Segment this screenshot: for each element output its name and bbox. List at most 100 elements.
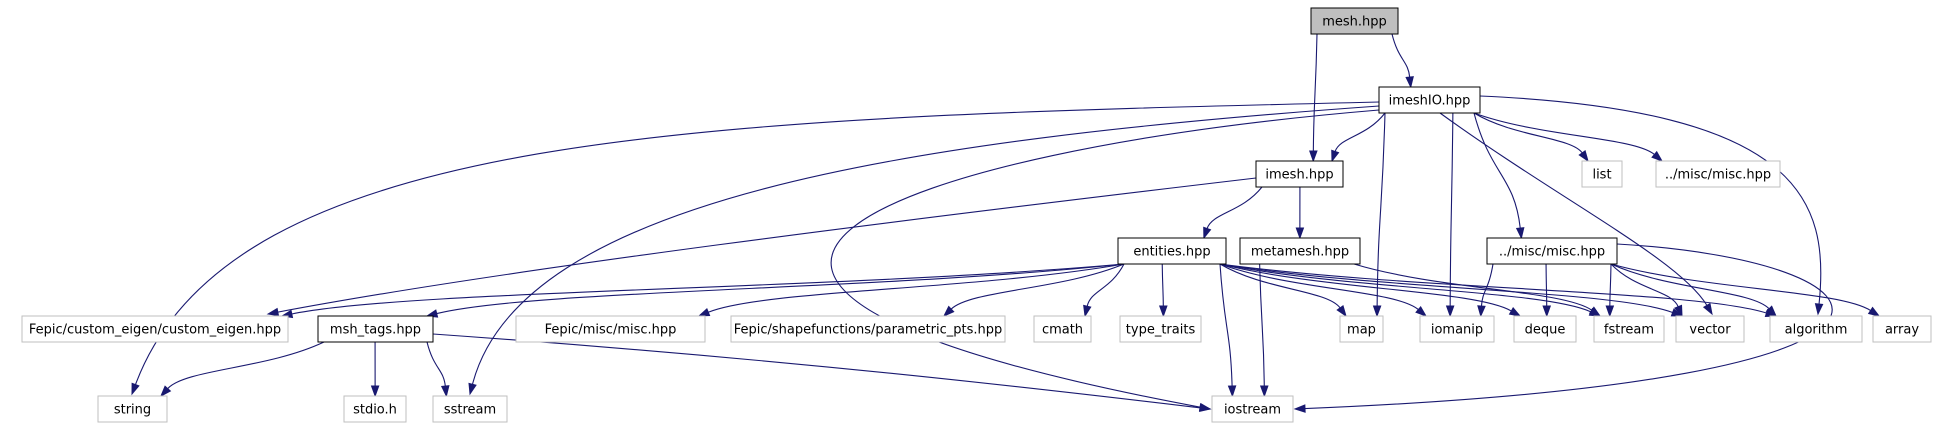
edge-line — [1449, 112, 1454, 307]
edge-line — [1086, 263, 1125, 307]
node-label: imesh.hpp — [1265, 168, 1333, 183]
node-box — [21, 315, 289, 343]
edge-entities-to-fepicmisc — [697, 263, 1125, 317]
arrowhead — [370, 385, 380, 398]
node-box — [343, 395, 407, 423]
node-parametric: Fepic/shapefunctions/parametric_pts.hpp — [730, 315, 1006, 343]
edge-entities-to-iostream — [1219, 263, 1237, 398]
edge-line — [1376, 112, 1386, 307]
arrowhead — [1259, 385, 1269, 398]
arrowhead — [942, 305, 955, 318]
arrowhead — [1515, 227, 1525, 240]
node-label: mesh.hpp — [1322, 15, 1387, 30]
node-box — [1513, 315, 1577, 343]
node-box — [1769, 315, 1863, 343]
node-box — [1033, 315, 1092, 343]
edge-mesh-to-imeshio — [1391, 33, 1414, 89]
node-miscTop: ../misc/misc.hpp — [1655, 160, 1781, 188]
nodes-layer: mesh.hpp imeshIO.hpp imesh.hpp list ../misc/… — [21, 7, 1932, 423]
arrowhead — [1765, 305, 1778, 318]
edge-mshtags-to-stdio — [370, 341, 380, 398]
arrowhead — [1674, 304, 1683, 318]
node-box — [1419, 315, 1495, 343]
edge-imeshio-to-vector — [1439, 112, 1713, 316]
node-sstream: sstream — [432, 395, 508, 423]
edge-line — [950, 263, 1125, 310]
node-fepicmisc: Fepic/misc/misc.hpp — [515, 315, 706, 343]
arrowhead — [1702, 302, 1713, 316]
arrowhead — [1309, 150, 1318, 163]
node-box — [1119, 315, 1202, 343]
node-box — [1872, 315, 1932, 343]
node-iomanip: iomanip — [1419, 315, 1495, 343]
node-entities[interactable]: entities.hpp — [1117, 237, 1227, 265]
edge-line — [1219, 263, 1233, 387]
node-miscDoc[interactable]: ../misc/misc.hpp — [1486, 237, 1618, 265]
arrowhead — [1295, 227, 1305, 240]
edge-mshtags-to-sstream — [426, 341, 450, 398]
node-label: list — [1592, 168, 1611, 183]
node-label: type_traits — [1126, 323, 1196, 338]
edge-line — [167, 341, 325, 389]
edge-line — [1334, 112, 1386, 152]
edge-metamesh-to-fstream — [1353, 263, 1602, 317]
node-label: string — [114, 403, 151, 418]
arrowhead — [1867, 306, 1881, 317]
arrowhead — [1203, 226, 1212, 240]
node-label: array — [1885, 323, 1919, 338]
node-mshtags[interactable]: msh_tags.hpp — [317, 315, 434, 343]
node-label: cmath — [1042, 323, 1083, 338]
edge-line — [1480, 263, 1494, 307]
arrowhead — [1199, 403, 1212, 413]
node-box — [97, 395, 168, 423]
edge-imeshio-to-map — [1372, 112, 1386, 318]
edge-imeshio-to-string — [131, 101, 1380, 396]
edge-entities-to-map — [1219, 263, 1347, 318]
node-typetraits: type_traits — [1119, 315, 1202, 343]
node-label: algorithm — [1785, 323, 1848, 338]
edge-metamesh-to-iostream — [1259, 263, 1269, 398]
edge-imeshio-to-miscDoc — [1473, 112, 1525, 240]
arrowhead — [1508, 307, 1522, 317]
edge-line — [1391, 33, 1411, 78]
node-box — [1255, 160, 1344, 188]
arrowhead — [1083, 304, 1092, 318]
node-box — [317, 315, 434, 343]
arrowhead — [1336, 304, 1347, 318]
node-label: ../misc/misc.hpp — [1499, 245, 1605, 260]
node-imeshio[interactable]: imeshIO.hpp — [1378, 86, 1481, 114]
edge-imeshio-to-sstream — [468, 105, 1380, 396]
edge-line — [277, 177, 1257, 313]
edge-imeshio-to-list — [1473, 112, 1589, 163]
edge-imesh-to-metamesh — [1295, 186, 1305, 240]
node-imesh[interactable]: imesh.hpp — [1255, 160, 1344, 188]
arrowhead — [1372, 305, 1382, 318]
node-label: Fepic/custom_eigen/custom_eigen.hpp — [29, 323, 281, 338]
arrowhead — [1405, 76, 1414, 89]
edge-miscDoc-to-fstream — [1605, 263, 1615, 318]
node-mesh[interactable]: mesh.hpp — [1310, 7, 1399, 35]
arrowhead — [1605, 305, 1615, 318]
node-fstream: fstream — [1593, 315, 1665, 343]
arrowhead — [1293, 404, 1306, 413]
arrowhead — [1445, 305, 1455, 318]
arrowhead — [1158, 305, 1168, 318]
edge-line — [1259, 263, 1265, 387]
node-box — [515, 315, 706, 343]
node-vector: vector — [1675, 315, 1745, 343]
edge-line — [1206, 186, 1263, 229]
arrowhead — [697, 308, 711, 317]
node-label: Fepic/shapefunctions/parametric_pts.hpp — [734, 323, 1003, 338]
edge-line — [1473, 112, 1655, 155]
edge-line — [1473, 112, 1521, 229]
node-label: iostream — [1224, 403, 1281, 418]
arrowhead — [1588, 306, 1602, 317]
node-box — [1675, 315, 1745, 343]
node-cmath: cmath — [1033, 315, 1092, 343]
node-metamesh[interactable]: metamesh.hpp — [1239, 237, 1361, 265]
node-box — [1655, 160, 1781, 188]
arrowhead — [1578, 149, 1589, 163]
edge-line — [436, 263, 1125, 315]
arrowhead — [266, 307, 280, 317]
